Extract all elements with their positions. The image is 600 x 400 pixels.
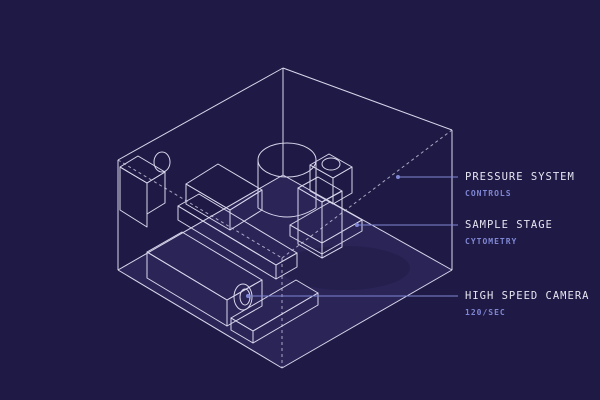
callout-subtitle: CONTROLS <box>465 189 512 198</box>
callout-high-speed-camera: HIGH SPEED CAMERA 120/SEC <box>465 290 589 317</box>
callout-title: PRESSURE SYSTEM <box>465 171 575 183</box>
callout-subtitle: CYTOMETRY <box>465 237 518 246</box>
enclosure-edges <box>117 67 453 369</box>
enclosure-hidden-edges <box>117 129 453 368</box>
camera-lens-inner <box>239 288 251 306</box>
rail <box>177 193 298 280</box>
bracket-arm <box>119 151 171 228</box>
callout-title: SAMPLE STAGE <box>465 219 553 231</box>
callout-title: HIGH SPEED CAMERA <box>465 290 590 302</box>
callout-subtitle: 120/SEC <box>465 308 506 317</box>
callout-sample-stage: SAMPLE STAGE CYTOMETRY <box>465 219 553 246</box>
sample-stage-tower <box>297 176 343 259</box>
floor-shadow <box>280 246 410 290</box>
camera-body <box>146 231 263 327</box>
callout-pressure-system: PRESSURE SYSTEM CONTROLS <box>465 171 575 198</box>
pressure-system-box <box>185 163 263 231</box>
callout-leader-camera <box>246 294 458 298</box>
camera-mount <box>230 279 319 344</box>
camera-lens <box>233 283 253 311</box>
callout-leader-sample-stage <box>355 223 458 227</box>
callout-leader-pressure-system <box>396 175 458 179</box>
